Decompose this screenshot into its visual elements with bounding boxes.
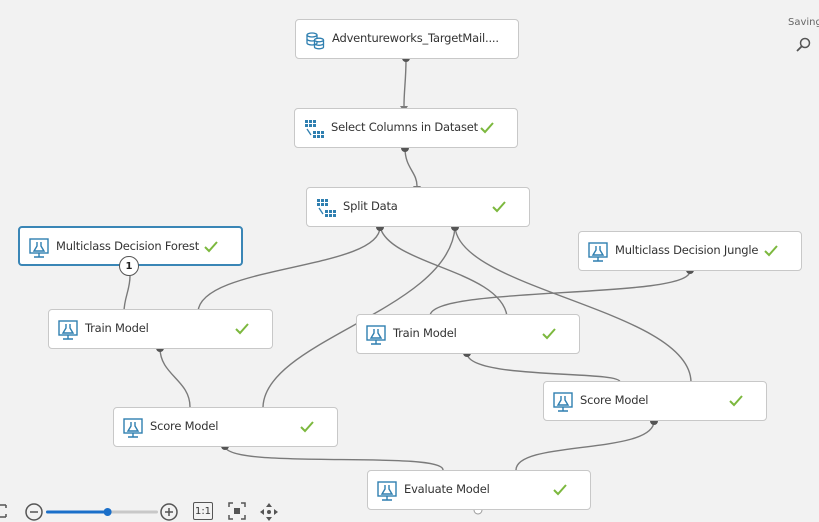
module-score-model-right[interactable]: Score Model: [543, 381, 767, 421]
connector[interactable]: [403, 58, 407, 107]
module-label: Adventureworks_TargetMail....: [332, 31, 499, 45]
connector[interactable]: [454, 226, 692, 383]
zoom-slider-thumb[interactable]: [103, 508, 112, 516]
checkmark-icon: [764, 245, 778, 257]
module-label: Score Model: [580, 393, 649, 407]
fit-edge-icon[interactable]: [0, 504, 10, 518]
connector[interactable]: [404, 147, 418, 187]
database-icon: [306, 32, 325, 50]
model-flask-icon: [366, 325, 386, 345]
saving-status: Saving...: [788, 17, 819, 28]
module-label: Multiclass Decision Forest: [56, 239, 200, 253]
model-flask-icon: [553, 392, 573, 412]
connector[interactable]: [429, 270, 691, 317]
model-flask-icon: [58, 320, 78, 340]
checkmark-icon: [542, 328, 556, 340]
module-label: Multiclass Decision Jungle: [615, 243, 759, 257]
fit-to-screen-icon[interactable]: [228, 502, 246, 520]
connector[interactable]: [159, 347, 191, 408]
module-multiclass-decision-jungle[interactable]: Multiclass Decision Jungle: [578, 231, 802, 271]
checkmark-icon: [553, 484, 567, 496]
connector[interactable]: [379, 226, 508, 317]
module-label: Train Model: [393, 326, 457, 340]
checkmark-icon: [480, 122, 494, 134]
zoom-out-button[interactable]: [24, 502, 44, 522]
port-number-badge: 1: [119, 256, 139, 276]
module-train-model-right[interactable]: Train Model: [356, 314, 580, 354]
module-label: Select Columns in Dataset: [331, 120, 478, 134]
checkmark-icon: [300, 421, 314, 433]
canvas-toolbar: 1:1: [0, 500, 290, 521]
module-label: Evaluate Model: [404, 482, 490, 496]
module-train-model-left[interactable]: Train Model: [48, 309, 273, 349]
model-flask-icon: [123, 418, 143, 438]
checkmark-icon: [492, 201, 506, 213]
module-split-data[interactable]: Split Data: [306, 187, 530, 227]
model-flask-icon: [588, 242, 608, 262]
connector[interactable]: [123, 275, 131, 313]
table-transform-icon: [305, 120, 324, 138]
connector[interactable]: [515, 420, 655, 471]
connector[interactable]: [224, 445, 444, 471]
table-transform-icon: [317, 199, 336, 217]
checkmark-icon: [204, 241, 218, 253]
module-label: Score Model: [150, 419, 219, 433]
module-dataset[interactable]: Adventureworks_TargetMail....: [295, 19, 519, 59]
zoom-slider-fill: [46, 510, 108, 514]
search-icon[interactable]: [795, 37, 811, 53]
actual-size-button[interactable]: 1:1: [193, 502, 213, 520]
model-flask-icon: [377, 481, 397, 501]
checkmark-icon: [729, 395, 743, 407]
module-label: Train Model: [85, 321, 149, 335]
pan-icon[interactable]: [259, 502, 279, 522]
module-score-model-left[interactable]: Score Model: [113, 407, 338, 447]
connector[interactable]: [466, 352, 621, 383]
checkmark-icon: [235, 323, 249, 335]
model-flask-icon: [29, 238, 49, 258]
module-evaluate-model[interactable]: Evaluate Model: [367, 470, 591, 510]
zoom-slider[interactable]: [46, 508, 158, 516]
module-label: Split Data: [343, 199, 398, 213]
zoom-in-button[interactable]: [159, 502, 179, 522]
module-select-columns[interactable]: Select Columns in Dataset: [294, 108, 518, 148]
connector[interactable]: [197, 226, 381, 313]
